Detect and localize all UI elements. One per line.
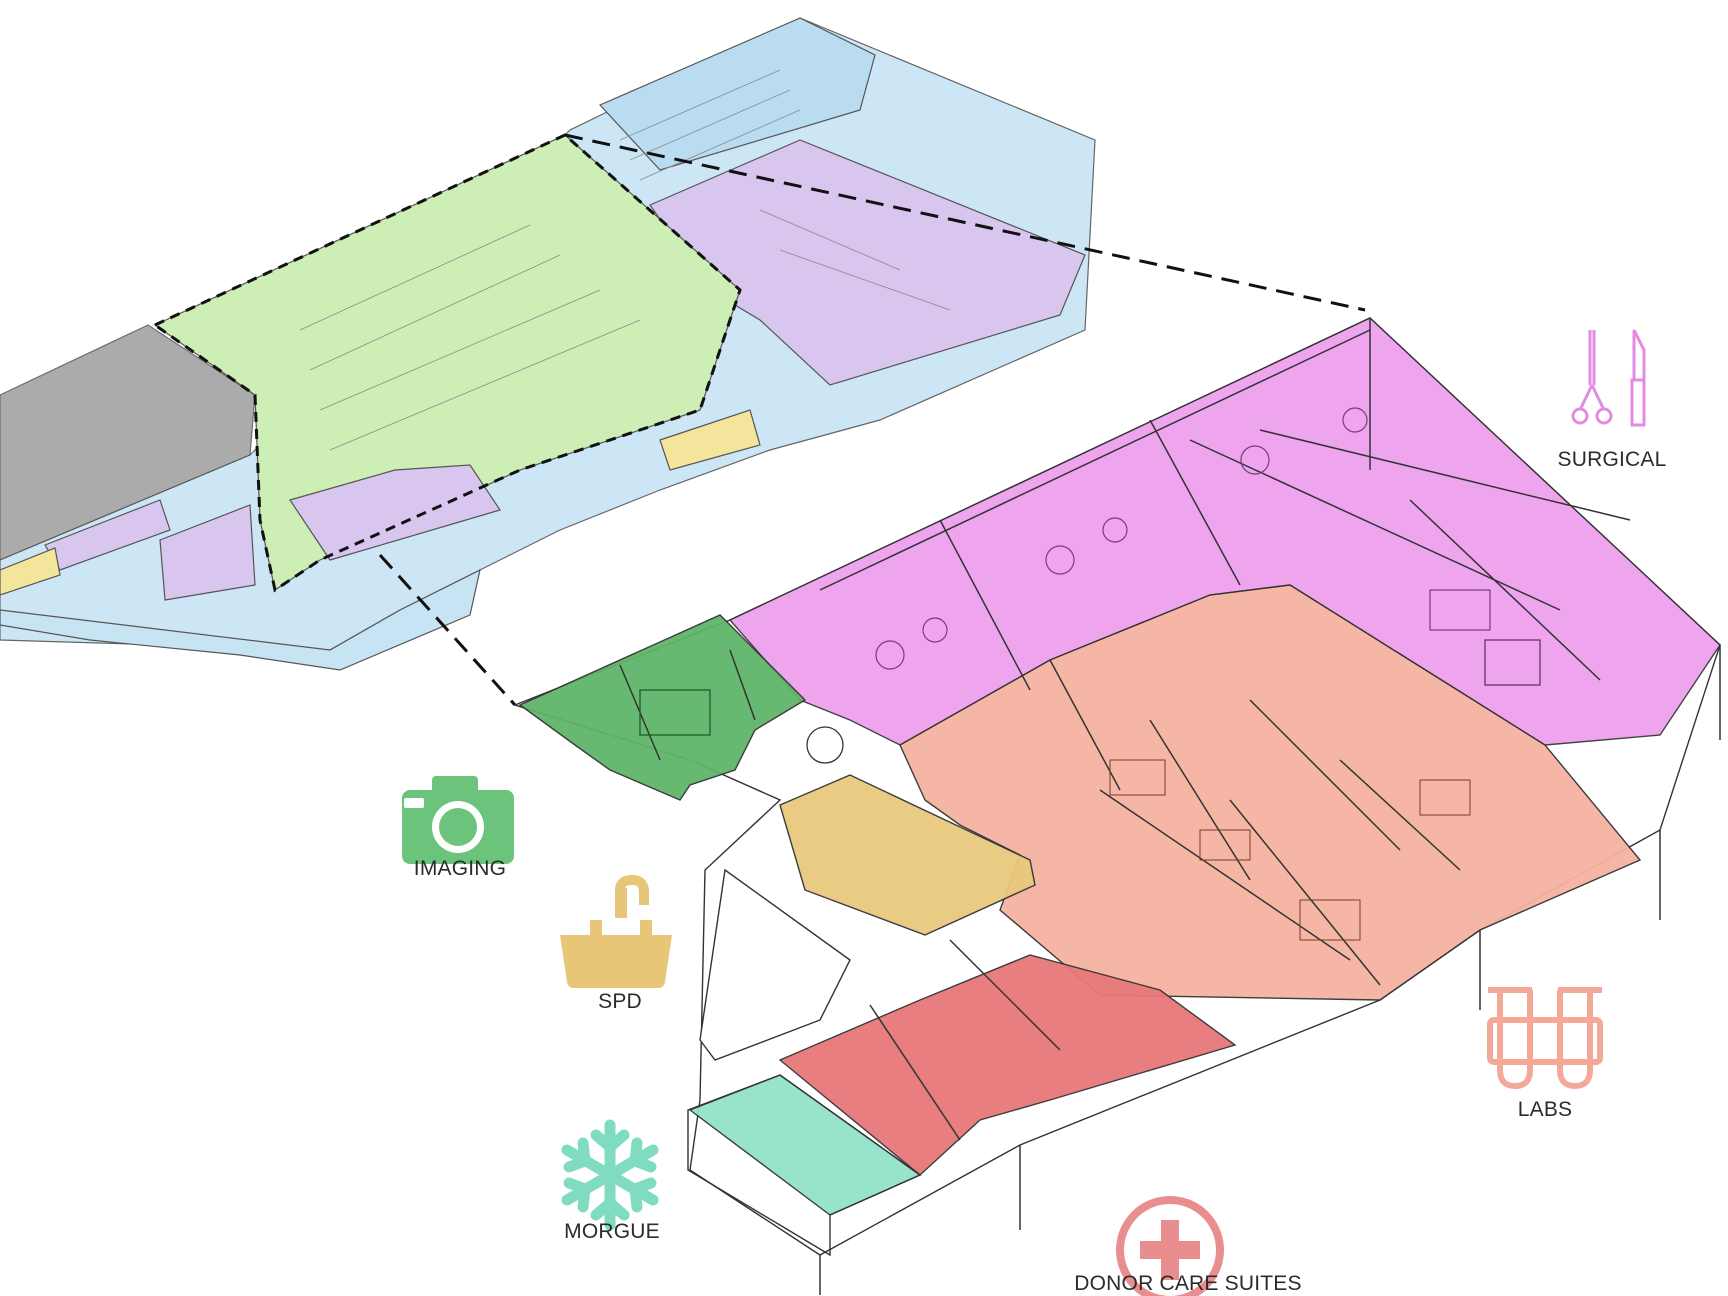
green-zone-dashed-boundary — [152, 133, 742, 593]
snowflake-icon — [561, 1119, 659, 1231]
upper-yellow-room — [659, 409, 761, 471]
upper-furniture-lines — [299, 69, 951, 451]
donor-zone-fill — [778, 954, 1237, 1176]
label-spd: SPD — [598, 990, 642, 1013]
upper-south-skirt — [0, 568, 481, 671]
label-morgue: MORGUE — [564, 1220, 660, 1243]
label-labs: LABS — [1517, 1098, 1573, 1121]
morgue-outer-wall — [687, 1074, 922, 1257]
upper-purple-lower — [289, 464, 501, 561]
spd-triangle-wing — [699, 868, 851, 1061]
surgical-instruments-icon — [1571, 329, 1646, 427]
lower-floor-plan — [512, 317, 1721, 1295]
camera-icon — [402, 776, 514, 864]
label-surgical: SURGICAL — [1557, 448, 1667, 471]
medical-cross-icon — [1116, 1196, 1224, 1296]
upper-blue-north-rooms — [598, 17, 876, 171]
upper-yellow-room-left — [0, 547, 61, 596]
upper-purple-left — [159, 504, 256, 601]
label-imaging: IMAGING — [413, 857, 507, 880]
spd-zone-fill — [779, 774, 1036, 936]
test-tubes-icon — [1487, 987, 1603, 1090]
projection-lines — [378, 133, 1366, 707]
lower-interior-walls — [619, 318, 1721, 1295]
imaging-equipment — [639, 689, 844, 764]
label-donor-care-suites: DONOR CARE SUITES — [1074, 1272, 1302, 1295]
surgical-fixtures — [875, 407, 1541, 686]
labs-zone-fill — [899, 584, 1642, 1001]
upper-grey-wing — [0, 324, 256, 561]
upper-floor-plan — [0, 17, 1096, 671]
sink-faucet-icon — [560, 874, 672, 988]
lab-shelving — [1109, 759, 1471, 941]
